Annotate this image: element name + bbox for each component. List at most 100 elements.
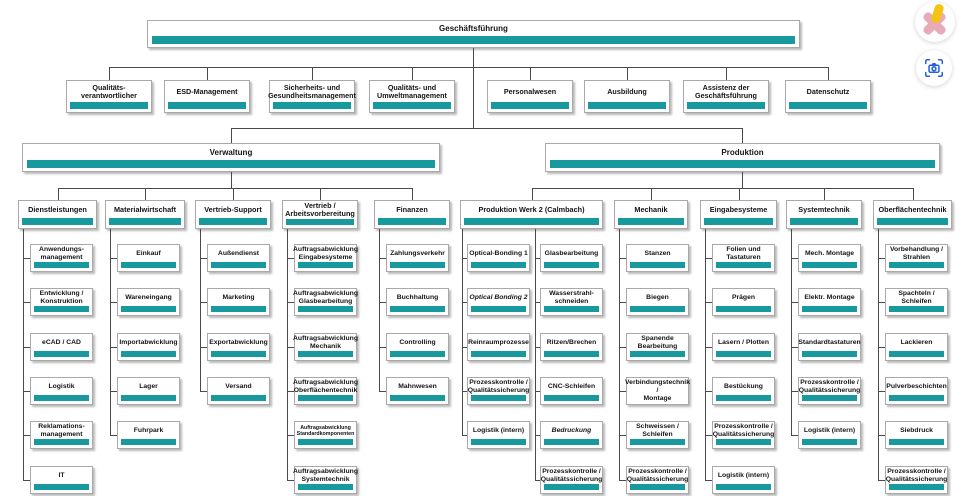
org-node-department-label: Oberflächentechnik bbox=[878, 204, 947, 214]
org-node-unit-label: Logistik bbox=[48, 383, 75, 391]
org-node-department-label: Dienstleistungen bbox=[28, 204, 87, 214]
teal-bar bbox=[390, 395, 445, 401]
teal-bar bbox=[550, 160, 935, 168]
teal-bar bbox=[34, 262, 89, 268]
connector-line bbox=[23, 480, 30, 481]
teal-bar bbox=[889, 395, 944, 401]
org-node-unit-label: Vorbehandlung / Strahlen bbox=[889, 246, 944, 261]
org-node-unit-label: Prozesskontrolle / Qualitätssicherung bbox=[626, 468, 689, 483]
org-node-unit: Pulverbeschichten bbox=[885, 377, 948, 405]
org-node-unit-label: Elektr. Montage bbox=[804, 294, 855, 302]
connector-line bbox=[619, 347, 626, 348]
org-node-department: Systemtechnik bbox=[786, 200, 862, 229]
org-node-department: Vertrieb / Arbeitsvorbereitung bbox=[282, 200, 358, 229]
org-node-unit: Versand bbox=[207, 377, 270, 405]
org-node-department: Eingabesysteme bbox=[700, 200, 777, 229]
org-node-department-label: Finanzen bbox=[396, 204, 428, 214]
connector-line bbox=[791, 435, 798, 436]
org-node-unit-label: Auftragsabwicklung Mechanik bbox=[293, 335, 358, 350]
org-node-staff-label: Qualitäts- und Umweltmanagement bbox=[377, 82, 447, 100]
org-node-unit: Reklamations- management bbox=[30, 421, 93, 449]
connector-line bbox=[58, 188, 412, 189]
org-node-unit-label: Lasern / Plotten bbox=[718, 339, 769, 347]
teal-bar bbox=[121, 306, 176, 312]
org-node-unit: Logistik (intern) bbox=[798, 421, 861, 449]
teal-bar bbox=[34, 395, 89, 401]
connector-line bbox=[535, 480, 540, 481]
teal-bar bbox=[168, 102, 246, 109]
org-node-unit: Spanende Bearbeitung bbox=[626, 333, 689, 361]
org-node-unit: Verbindungstechnik / Montage bbox=[625, 377, 690, 405]
connector-line bbox=[462, 229, 463, 436]
teal-bar bbox=[716, 439, 771, 445]
connector-line bbox=[619, 391, 626, 392]
connector-line bbox=[462, 347, 467, 348]
teal-bar bbox=[630, 306, 685, 312]
connector-line bbox=[23, 229, 24, 480]
org-node-department-label: Materialwirtschaft bbox=[113, 204, 177, 214]
connector-line bbox=[791, 347, 798, 348]
teal-bar bbox=[716, 351, 771, 357]
org-node-unit-label: Außendienst bbox=[217, 250, 260, 258]
org-node-unit: Lasern / Plotten bbox=[712, 333, 775, 361]
teal-bar bbox=[471, 306, 526, 312]
org-node-department-label: Mechanik bbox=[634, 204, 668, 214]
org-node-unit: Bedruckung bbox=[540, 421, 603, 449]
org-node-staff-label: Sicherheits- und Gesundheitsmanagement bbox=[268, 82, 356, 100]
connector-line bbox=[287, 480, 294, 481]
teal-bar bbox=[889, 439, 944, 445]
connector-line bbox=[705, 435, 712, 436]
org-node-staff: Assistenz der Geschäftsführung bbox=[683, 80, 769, 113]
org-node-unit: Reinraumprozesse bbox=[467, 333, 530, 361]
teal-bar bbox=[34, 351, 89, 357]
org-node-unit-label: Lackieren bbox=[900, 339, 933, 347]
teal-bar bbox=[298, 395, 353, 401]
connector-line bbox=[791, 258, 798, 259]
teal-bar bbox=[121, 262, 176, 268]
org-node-unit: Biegen bbox=[626, 288, 689, 316]
org-node-unit: Stanzen bbox=[626, 244, 689, 272]
org-node-root-label: Geschäftsführung bbox=[439, 24, 508, 34]
screenshot-button[interactable] bbox=[916, 50, 952, 86]
org-node-unit: Prozesskontrolle / Qualitätssicherung bbox=[798, 377, 861, 405]
org-node-staff-label: Personalwesen bbox=[503, 86, 557, 96]
org-node-unit: Folien und Tastaturen bbox=[712, 244, 775, 272]
org-node-unit-label: Biegen bbox=[646, 294, 669, 302]
teal-bar bbox=[544, 306, 599, 312]
teal-bar bbox=[471, 351, 526, 357]
org-node-unit-label: Zahlungsverkehr bbox=[390, 250, 445, 258]
org-node-root: Geschäftsführung bbox=[147, 20, 800, 48]
connector-line bbox=[23, 347, 30, 348]
org-node-unit: Marketing bbox=[207, 288, 270, 316]
teal-bar bbox=[211, 395, 266, 401]
org-node-unit-label: Prozesskontrolle / Qualitätssicherung bbox=[798, 379, 861, 394]
teal-bar bbox=[471, 439, 526, 445]
teal-bar bbox=[298, 439, 353, 445]
teal-bar bbox=[544, 262, 599, 268]
teal-bar bbox=[716, 262, 771, 268]
org-node-department: Produktion Werk 2 (Calmbach) bbox=[460, 200, 603, 229]
org-node-department: Dienstleistungen bbox=[18, 200, 97, 229]
teal-bar bbox=[390, 306, 445, 312]
org-node-unit-label: Prozesskontrolle / Qualitätssicherung bbox=[467, 379, 530, 394]
teal-bar bbox=[618, 218, 684, 225]
org-node-unit: Fuhrpark bbox=[117, 421, 180, 449]
connector-line bbox=[535, 435, 540, 436]
connector-line bbox=[379, 229, 380, 391]
org-node-staff-label: Qualitäts- verantwortlicher bbox=[81, 82, 137, 100]
teal-bar bbox=[34, 439, 89, 445]
org-node-unit-label: Pulverbeschichten bbox=[886, 383, 947, 391]
teal-bar bbox=[390, 262, 445, 268]
org-node-unit-label: Marketing bbox=[222, 294, 255, 302]
connector-line bbox=[462, 435, 467, 436]
bandaid-cross-button[interactable] bbox=[915, 2, 955, 42]
org-node-unit: Entwicklung / Konstruktion bbox=[30, 288, 93, 316]
org-node-unit-label: Schweissen / Schleifen bbox=[636, 423, 679, 438]
teal-bar bbox=[273, 102, 351, 109]
org-node-unit: Mahnwesen bbox=[386, 377, 449, 405]
connector-line bbox=[200, 229, 201, 391]
org-node-unit-label: Auftragsabwicklung Systemtechnik bbox=[293, 468, 358, 483]
connector-line bbox=[200, 391, 207, 392]
teal-bar bbox=[378, 218, 446, 225]
teal-bar bbox=[298, 484, 353, 490]
